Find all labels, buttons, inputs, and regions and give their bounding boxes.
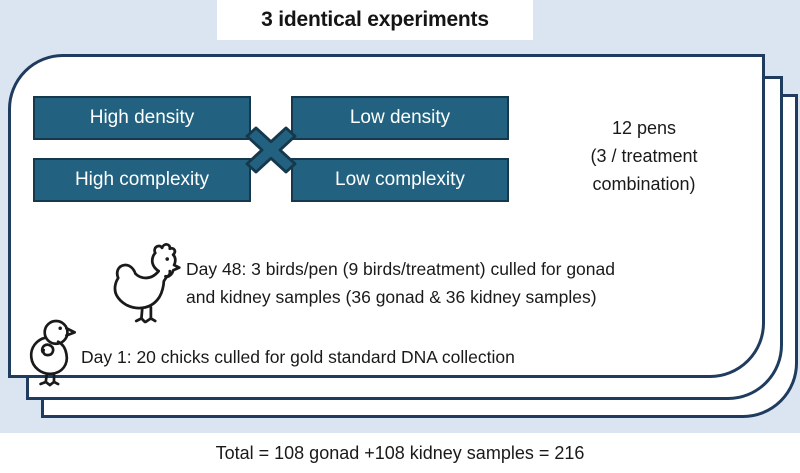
hen-icon	[113, 243, 181, 324]
pens-note-line: (3 / treatment	[590, 146, 698, 166]
pens-note-line: 12 pens	[611, 118, 677, 138]
pens-note-line: combination)	[592, 174, 696, 194]
title-box: 3 identical experiments	[217, 0, 533, 40]
treatment-label: High density	[89, 107, 195, 128]
treatment-box-low-complexity: Low complexity	[291, 158, 509, 202]
day48-note-line: Day 48: 3 birds/pen (9 birds/treatment) …	[186, 259, 615, 279]
day48-note: Day 48: 3 birds/pen (9 birds/treatment) …	[186, 255, 701, 311]
total-band: Total = 108 gonad +108 kidney samples = …	[0, 433, 800, 473]
treatment-box-low-density: Low density	[291, 96, 509, 140]
treatment-label: Low density	[349, 107, 451, 128]
multiply-cross-icon	[245, 126, 297, 174]
diagram-title: 3 identical experiments	[261, 8, 489, 31]
day48-note-line: and kidney samples (36 gonad & 36 kidney…	[186, 287, 597, 307]
day1-note: Day 1: 20 chicks culled for gold standar…	[81, 347, 515, 367]
experiment-card-front: High density Low density High complexity…	[8, 54, 765, 387]
treatment-label: High complexity	[74, 169, 210, 190]
total-note: Total = 108 gonad +108 kidney samples = …	[215, 442, 585, 463]
treatment-box-high-complexity: High complexity	[33, 158, 251, 202]
treatment-box-high-density: High density	[33, 96, 251, 140]
treatment-label: Low complexity	[335, 169, 465, 190]
pens-note: 12 pens (3 / treatment combination)	[544, 114, 744, 198]
chick-icon	[29, 319, 77, 387]
